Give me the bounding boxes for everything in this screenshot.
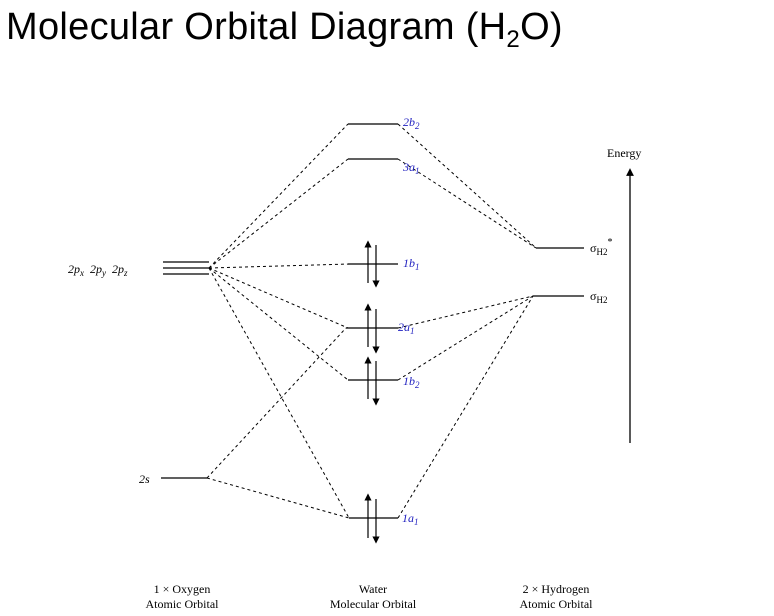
corr-line <box>397 123 537 249</box>
oxygen-2s-label: 2s <box>139 472 150 486</box>
corr-line <box>206 477 350 519</box>
corr-line <box>397 295 534 329</box>
corr-line <box>208 158 349 269</box>
corr-line <box>397 295 534 381</box>
h-label-sigma: σH2 <box>590 289 607 305</box>
electron-pair-1b2 <box>364 356 380 406</box>
mo-label-1a1: 1a1 <box>402 511 419 527</box>
oxygen-2p-levels <box>163 261 209 275</box>
electron-pair-1a1 <box>364 493 380 544</box>
mo-label-2b2: 2b2 <box>403 115 420 131</box>
corr-line <box>397 295 534 519</box>
page-title: Molecular Orbital Diagram (H2O) <box>6 6 563 53</box>
correlation-lines <box>206 123 537 519</box>
hydrogen-levels <box>533 247 584 297</box>
column-caption-hydrogen-line2: Atomic Orbital <box>520 597 594 611</box>
column-caption-oxygen-line2: Atomic Orbital <box>146 597 220 611</box>
column-caption-oxygen-line1: 1 × Oxygen <box>154 582 211 596</box>
mo-label-1b1: 1b1 <box>403 256 420 272</box>
energy-label: Energy <box>607 146 641 160</box>
h-label-sigma-star: σH2* <box>590 237 612 257</box>
corr-line <box>208 267 349 329</box>
column-caption-water-line1: Water <box>359 582 387 596</box>
electron-pair-1b1 <box>364 240 380 288</box>
mo-levels <box>346 123 398 519</box>
corr-line <box>206 327 347 479</box>
corr-line <box>208 123 349 269</box>
column-caption-hydrogen-line1: 2 × Hydrogen <box>523 582 590 596</box>
corr-line <box>208 267 350 519</box>
mo-label-3a1: 3a1 <box>402 160 420 176</box>
corr-line <box>208 263 351 269</box>
column-caption-water-line2: Molecular Orbital <box>330 597 417 611</box>
corr-line <box>208 267 349 381</box>
mo-label-2a1: 2a1 <box>398 320 415 336</box>
mo-label-1b2: 1b2 <box>403 374 420 390</box>
electron-pair-2a1 <box>364 303 380 354</box>
